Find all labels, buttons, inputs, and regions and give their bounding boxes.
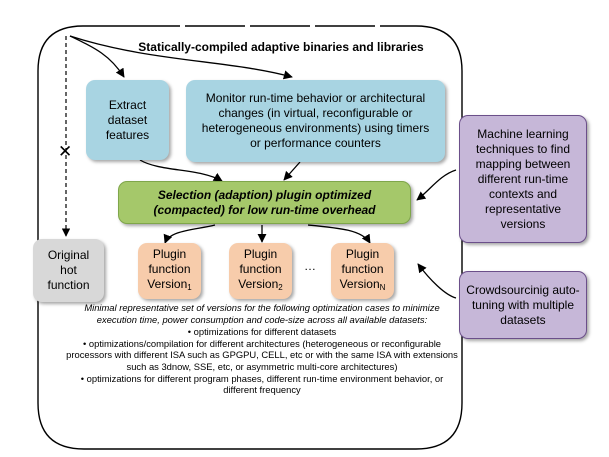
arrow-selection-to-plugin-n xyxy=(307,224,371,244)
monitor-runtime-box: Monitor run-time behavior or architectur… xyxy=(186,80,445,162)
plugin-version-n-label: Plugin function Version xyxy=(339,247,384,291)
optimization-notes: Minimal representative set of versions f… xyxy=(66,302,458,396)
plugin-version-n-box: Plugin function VersionN xyxy=(331,243,394,299)
container-frame xyxy=(37,25,463,450)
extract-features-box: Extract dataset features xyxy=(86,80,169,160)
plugin-version-2-subscript: 2 xyxy=(278,283,283,292)
arrow-crowd-to-container xyxy=(417,263,457,299)
cross-mark: ✕ xyxy=(58,142,73,161)
arrow-extract-to-selection xyxy=(139,159,223,182)
arrow-to-extract xyxy=(69,35,125,78)
plugin-version-1-subscript: 1 xyxy=(187,283,192,292)
machine-learning-box: Machine learning techniques to find mapp… xyxy=(459,115,587,243)
arrow-ml-to-selection xyxy=(416,169,457,201)
original-hot-function-box: Original hot function xyxy=(33,239,104,302)
notes-bullet-datasets: • optimizations for different datasets xyxy=(187,326,337,338)
plugin-version-2-box: Plugin function Version2 xyxy=(229,243,292,299)
selection-plugin-box: Selection (adaption) plugin optimized (c… xyxy=(118,181,411,224)
notes-intro: Minimal representative set of versions f… xyxy=(84,302,440,325)
notes-bullet-phases: • optimizations for different program ph… xyxy=(80,372,444,396)
plugin-version-2-label: Plugin function Version xyxy=(238,247,282,291)
plugin-version-1-box: Plugin function Version1 xyxy=(138,243,201,299)
crowdsourcing-box: Crowdsourcinig auto- tuning with multipl… xyxy=(459,271,587,339)
plugin-ellipsis: … xyxy=(304,259,316,273)
arrow-to-monitor xyxy=(69,35,293,80)
container-title: Statically-compiled adaptive binaries an… xyxy=(138,40,424,54)
plugin-version-1-label: Plugin function Version xyxy=(147,247,191,291)
arrow-selection-to-plugin-1 xyxy=(163,224,216,244)
notes-bullet-architectures: • optimizations/compilation for differen… xyxy=(66,337,458,372)
arrow-monitor-to-selection xyxy=(283,161,301,181)
plugin-version-n-subscript: N xyxy=(379,283,386,292)
